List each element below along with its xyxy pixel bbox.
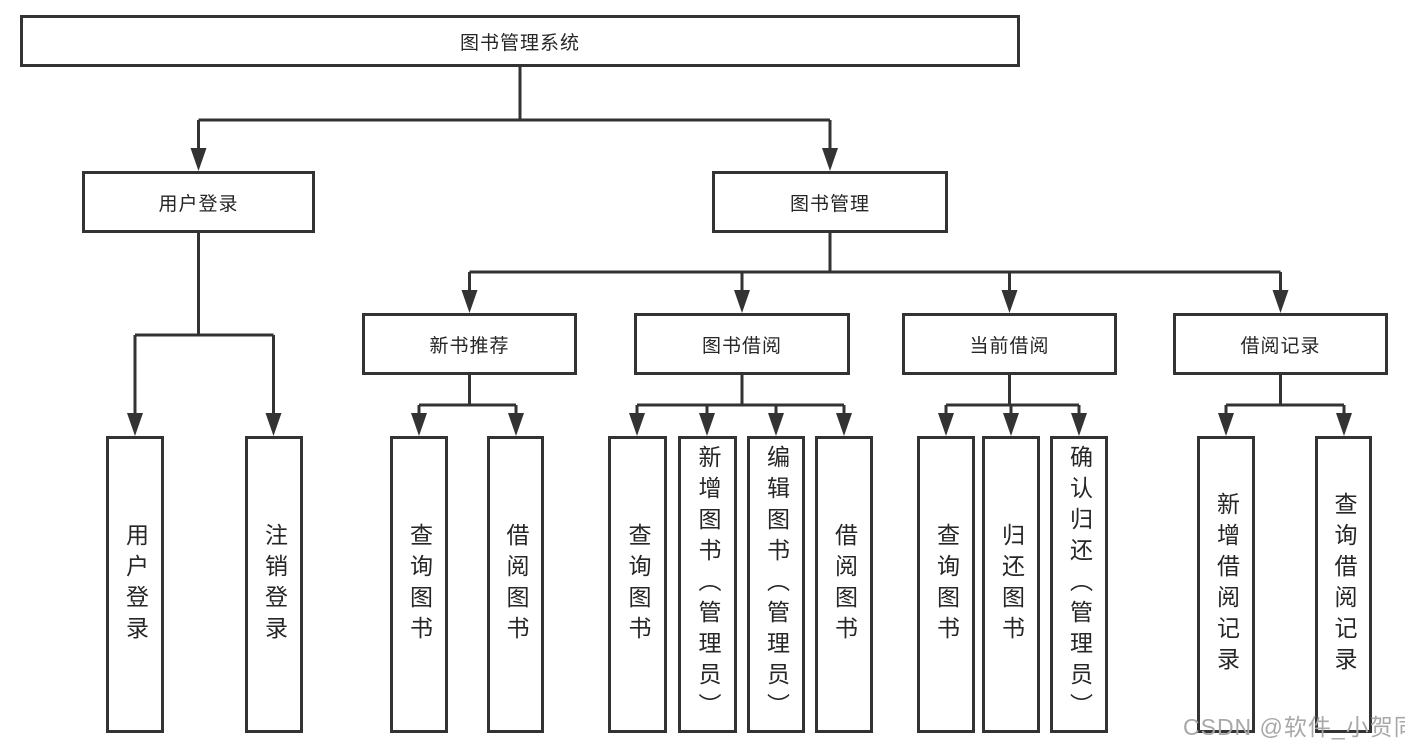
arrowhead-icon bbox=[734, 290, 750, 313]
leaf-newbook-borrow: 借阅图书 bbox=[487, 436, 544, 733]
leaf-borrow-query-label: 查询图书 bbox=[625, 522, 651, 647]
leaf-newbook-query: 查询图书 bbox=[390, 436, 448, 733]
leaf-borrow-add-admin: 新增图书（管理员） bbox=[678, 436, 737, 733]
leaf-current-confirm-admin: 确认归还（管理员） bbox=[1050, 436, 1108, 733]
arrowhead-icon bbox=[836, 413, 852, 436]
arrowhead-icon bbox=[411, 413, 427, 436]
leaf-records-add-label: 新增借阅记录 bbox=[1213, 491, 1240, 678]
node-current-borrow-label: 当前借阅 bbox=[969, 335, 1050, 357]
watermark: CSDN @软件_小贺同学 bbox=[1183, 714, 1405, 740]
node-user-login-label: 用户登录 bbox=[158, 193, 239, 215]
leaf-records-query-label: 查询借阅记录 bbox=[1331, 491, 1357, 678]
leaf-borrow-query: 查询图书 bbox=[608, 436, 667, 733]
leaf-user-login: 用户登录 bbox=[106, 436, 164, 733]
arrowhead-icon bbox=[699, 413, 715, 436]
leaf-records-query: 查询借阅记录 bbox=[1315, 436, 1372, 733]
leaf-current-confirm-admin-label: 确认归还（管理员） bbox=[1066, 445, 1093, 724]
leaf-user-login-label: 用户登录 bbox=[122, 522, 149, 647]
leaf-current-query-label: 查询图书 bbox=[933, 522, 960, 647]
arrowhead-icon bbox=[1218, 413, 1234, 436]
arrowhead-icon bbox=[768, 413, 784, 436]
node-new-book-recommend-label: 新书推荐 bbox=[429, 335, 510, 357]
leaf-current-query: 查询图书 bbox=[917, 436, 975, 733]
arrowhead-icon bbox=[265, 413, 282, 436]
arrowhead-icon bbox=[1071, 413, 1087, 436]
arrowhead-icon bbox=[127, 413, 143, 436]
connector-path bbox=[635, 374, 846, 416]
arrowhead-icon bbox=[508, 413, 524, 436]
connector-path bbox=[468, 232, 1282, 293]
arrowhead-icon bbox=[938, 413, 954, 436]
arrowhead-icon bbox=[822, 148, 838, 171]
connector-path bbox=[133, 232, 275, 416]
node-book-management-label: 图书管理 bbox=[789, 193, 870, 215]
arrowhead-icon bbox=[190, 148, 207, 171]
arrowhead-icon bbox=[1272, 290, 1289, 313]
arrowhead-icon bbox=[1336, 413, 1352, 436]
connector-path bbox=[417, 374, 518, 416]
node-root-label: 图书管理系统 bbox=[459, 32, 580, 54]
leaf-newbook-borrow-label: 借阅图书 bbox=[503, 522, 529, 647]
arrowhead-icon bbox=[629, 413, 645, 436]
leaf-borrow-add-admin-label: 新增图书（管理员） bbox=[695, 445, 721, 724]
connector-path bbox=[1224, 374, 1346, 416]
node-borrow-records: 借阅记录 bbox=[1173, 313, 1388, 375]
node-book-management: 图书管理 bbox=[712, 171, 948, 233]
connector-path bbox=[197, 66, 832, 152]
leaf-current-return: 归还图书 bbox=[982, 436, 1040, 733]
leaf-borrow-edit-admin: 编辑图书（管理员） bbox=[747, 436, 805, 733]
leaf-records-add: 新增借阅记录 bbox=[1197, 436, 1255, 733]
arrowhead-icon bbox=[1001, 290, 1018, 313]
arrowhead-icon bbox=[1003, 413, 1019, 436]
node-book-borrow: 图书借阅 bbox=[634, 313, 850, 375]
node-borrow-records-label: 借阅记录 bbox=[1240, 335, 1321, 357]
leaf-logout-label: 注销登录 bbox=[261, 522, 288, 647]
arrowhead-icon bbox=[461, 290, 478, 313]
leaf-borrow-borrow-label: 借阅图书 bbox=[831, 522, 858, 647]
node-root: 图书管理系统 bbox=[20, 15, 1020, 67]
leaf-logout: 注销登录 bbox=[245, 436, 303, 733]
node-user-login: 用户登录 bbox=[82, 171, 315, 233]
leaf-borrow-edit-admin-label: 编辑图书（管理员） bbox=[763, 445, 790, 724]
leaf-borrow-borrow: 借阅图书 bbox=[815, 436, 873, 733]
node-new-book-recommend: 新书推荐 bbox=[362, 313, 577, 375]
connector-path bbox=[944, 374, 1081, 416]
node-current-borrow: 当前借阅 bbox=[902, 313, 1117, 375]
leaf-newbook-query-label: 查询图书 bbox=[406, 522, 433, 647]
leaf-current-return-label: 归还图书 bbox=[998, 522, 1025, 647]
node-book-borrow-label: 图书借阅 bbox=[701, 335, 782, 357]
